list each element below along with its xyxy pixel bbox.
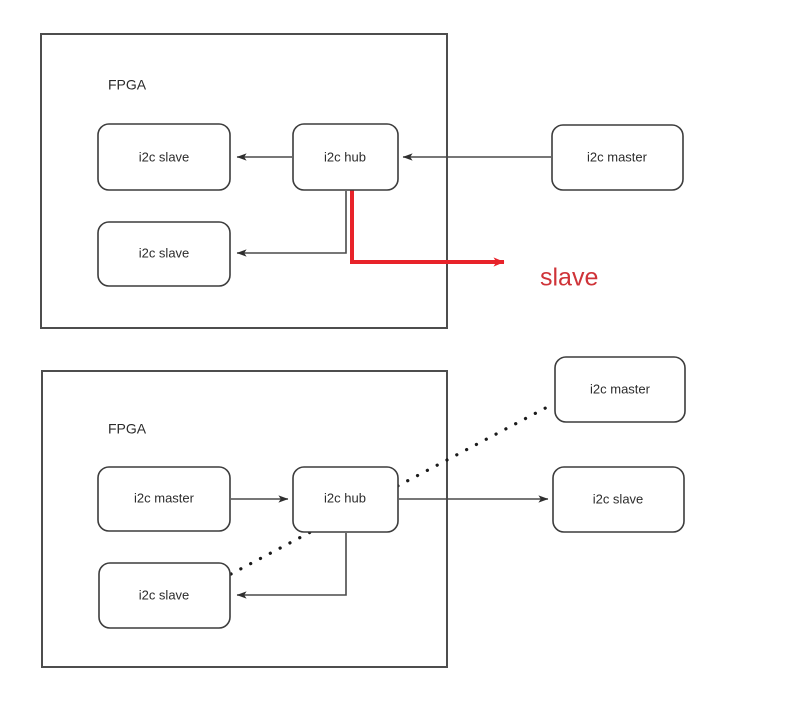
node-box (97, 466, 231, 532)
node-bot-hub[interactable]: i2c hub (292, 466, 399, 533)
node-bot-slave-in[interactable]: i2c slave (98, 562, 231, 629)
callout-slave-label: slave (540, 264, 598, 292)
node-label: i2c slave (139, 587, 190, 602)
node-bot-master-in[interactable]: i2c master (97, 466, 231, 532)
node-label: i2c slave (593, 491, 644, 506)
node-box (292, 123, 399, 191)
node-top-hub[interactable]: i2c hub (292, 123, 399, 191)
node-box (551, 124, 684, 191)
fpga-label-top: FPGA (108, 77, 147, 93)
edge-top-hub-to-slave-2 (236, 191, 347, 257)
node-box (554, 356, 686, 423)
node-bot-slave-out[interactable]: i2c slave (552, 466, 685, 533)
node-label: i2c slave (139, 245, 190, 260)
node-label: i2c master (590, 381, 651, 396)
node-box (292, 466, 399, 533)
node-top-slave-2[interactable]: i2c slave (97, 221, 231, 287)
node-label: i2c hub (324, 490, 366, 505)
node-label: i2c hub (324, 149, 366, 164)
node-label: i2c master (587, 149, 648, 164)
fpga-container-bottom (41, 370, 448, 668)
node-bot-master-out[interactable]: i2c master (554, 356, 686, 423)
node-box (552, 466, 685, 533)
node-label: i2c master (134, 490, 195, 505)
node-label: i2c slave (139, 149, 190, 164)
top-diagram: FPGA i2c slave i2c slave i2c hub (40, 33, 684, 329)
bottom-diagram: FPGA i2c master i2c slave i2c hub (41, 356, 686, 668)
fpga-container-top (40, 33, 448, 329)
node-box (97, 221, 231, 287)
fpga-label-bottom: FPGA (108, 421, 147, 437)
node-box (97, 123, 231, 191)
edge-bot-hub-to-slave-in (236, 533, 347, 599)
node-top-slave-1[interactable]: i2c slave (97, 123, 231, 191)
node-box (98, 562, 231, 629)
node-top-master[interactable]: i2c master (551, 124, 684, 191)
edge-top-hub-external-highlight (350, 190, 505, 267)
